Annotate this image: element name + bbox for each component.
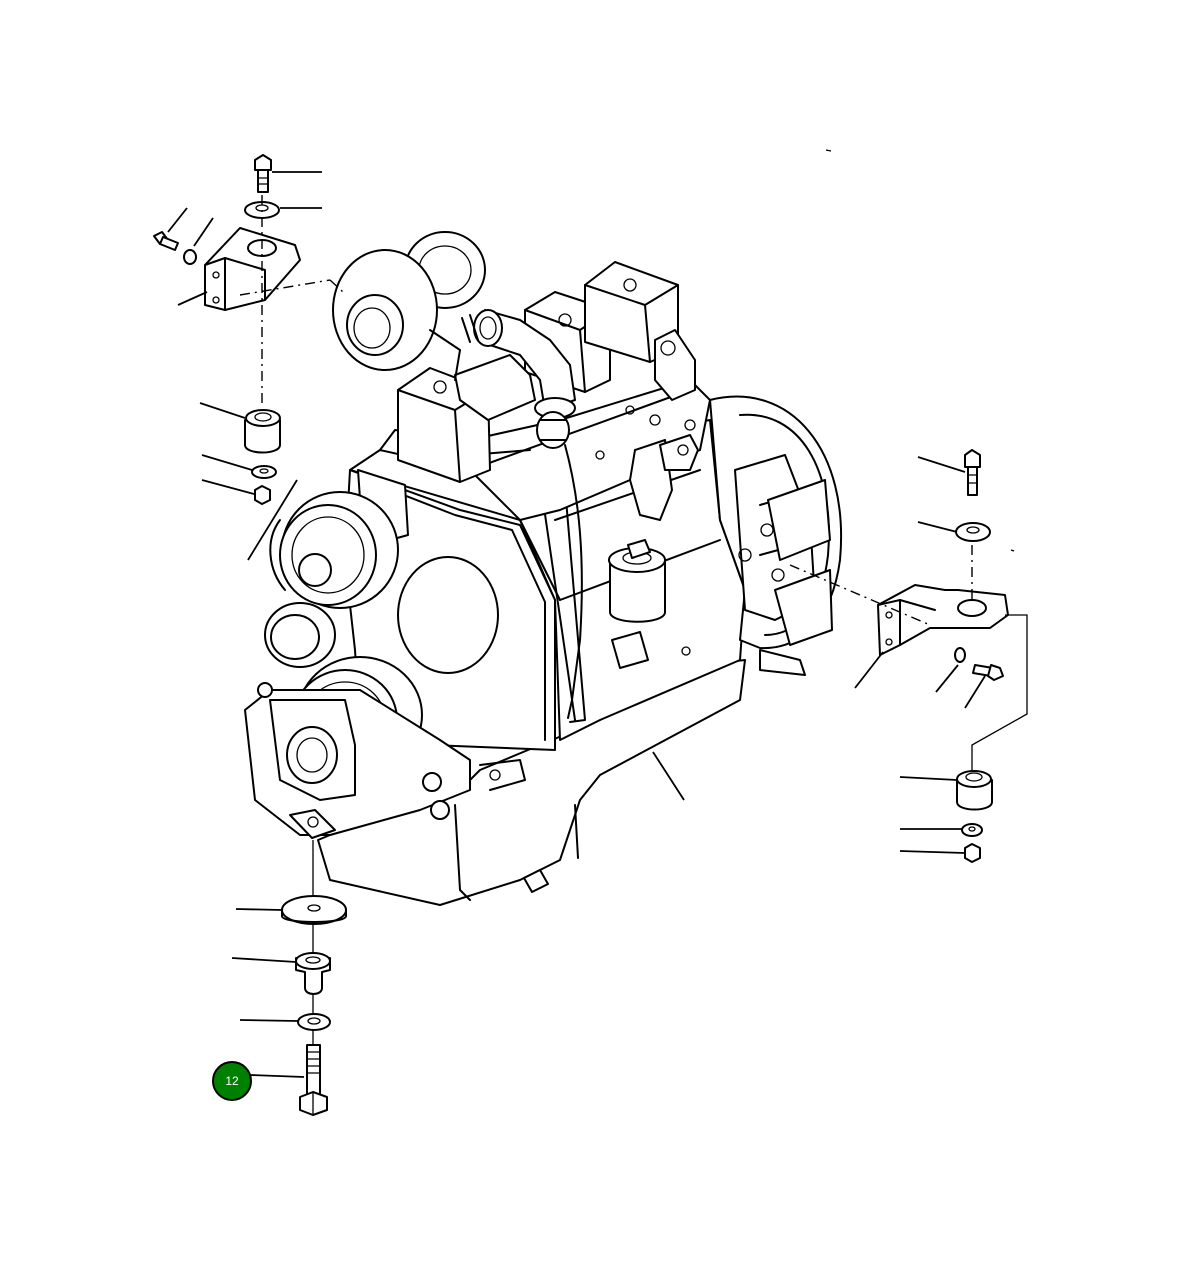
front-mount-bracket <box>244 682 526 839</box>
bolt-top-left <box>254 154 272 193</box>
washer-right-top <box>955 522 991 542</box>
callout-label: 12 <box>225 1074 239 1088</box>
lock-washer-left <box>183 249 197 265</box>
rubber-mount-right <box>956 770 993 811</box>
washer-right <box>961 823 983 837</box>
small-bolt-right <box>972 664 1004 681</box>
starter-motor <box>629 439 673 521</box>
washer-lower <box>297 1013 331 1031</box>
oil-filter <box>608 539 666 623</box>
bolt-lower <box>299 1044 328 1116</box>
fan-pulley <box>279 491 399 609</box>
idler-pulley <box>264 602 336 668</box>
nut-right <box>964 843 981 863</box>
dipstick-tube <box>564 444 583 719</box>
lock-washer-right <box>954 647 966 663</box>
mount-bracket-right <box>877 584 1009 656</box>
washer-left <box>251 465 277 479</box>
nut-left <box>254 485 271 505</box>
bolt-right <box>964 449 981 496</box>
engine-assembly <box>244 231 843 906</box>
mount-right <box>789 449 1028 863</box>
turbocharger <box>332 231 486 381</box>
mount-bracket-left <box>204 227 301 311</box>
large-washer <box>281 895 347 925</box>
callout-badge[interactable] <box>212 1061 252 1101</box>
rubber-mount-lower <box>295 952 331 995</box>
intake-pipe <box>461 309 576 449</box>
flywheel-housing <box>709 395 843 676</box>
lifting-eye <box>654 329 696 401</box>
rear-mount-upper-left <box>153 154 344 561</box>
rubber-mount-left <box>244 409 281 454</box>
small-bolt-left <box>153 231 179 251</box>
callout-12[interactable]: 12 <box>212 1061 252 1101</box>
mount-front-lower <box>231 840 347 1116</box>
